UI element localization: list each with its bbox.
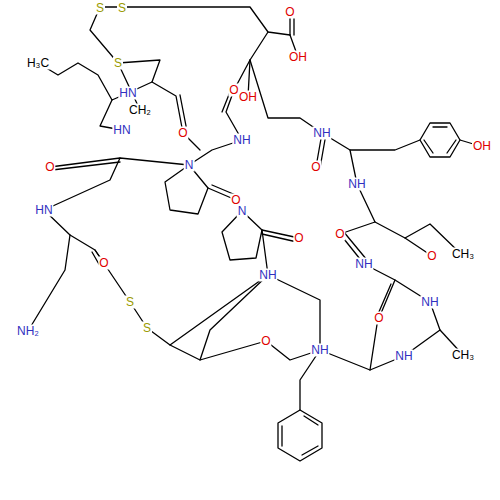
atom-label: HN <box>34 204 53 217</box>
atom-label: NH <box>232 134 251 147</box>
atom-label: S <box>117 1 127 14</box>
atom-label: CH₂ <box>128 104 152 117</box>
atom-label: S <box>113 57 123 70</box>
atom-label: S <box>125 296 135 309</box>
atom-label: O <box>334 228 345 241</box>
atom-label: NH <box>312 127 331 140</box>
atom-label: O <box>373 312 384 325</box>
atom-label: NH <box>258 269 277 282</box>
atom-label: O <box>260 335 271 348</box>
atom-label: HN <box>118 87 137 100</box>
atom-label: O <box>177 127 188 140</box>
atom-label: CH₃ <box>451 349 475 362</box>
atom-label: NH <box>347 178 366 191</box>
atom-label: S <box>142 322 152 335</box>
atom-label: CH₃ <box>451 248 475 261</box>
atom-label: NH <box>354 258 373 271</box>
atom-label: NH <box>310 344 329 357</box>
atom-label: O <box>284 6 295 19</box>
atom-label: O <box>310 161 321 174</box>
atom-label: NH <box>394 350 413 363</box>
atom-label: O <box>426 250 437 263</box>
atom-label: H₃C <box>26 57 50 70</box>
atom-label: NH₂ <box>16 325 40 338</box>
atom-label: O <box>44 161 55 174</box>
atom-label: N <box>237 205 248 218</box>
atom-label: NH <box>420 296 439 309</box>
atom-label: O <box>98 257 109 270</box>
atom-label: N <box>184 159 195 172</box>
atom-label: OH <box>238 91 258 104</box>
atom-label: S <box>95 1 105 14</box>
atom-label: OH <box>288 51 308 64</box>
atom-label: OH <box>472 140 492 153</box>
atom-label: HN <box>112 124 131 137</box>
atom-label: O <box>293 232 304 245</box>
